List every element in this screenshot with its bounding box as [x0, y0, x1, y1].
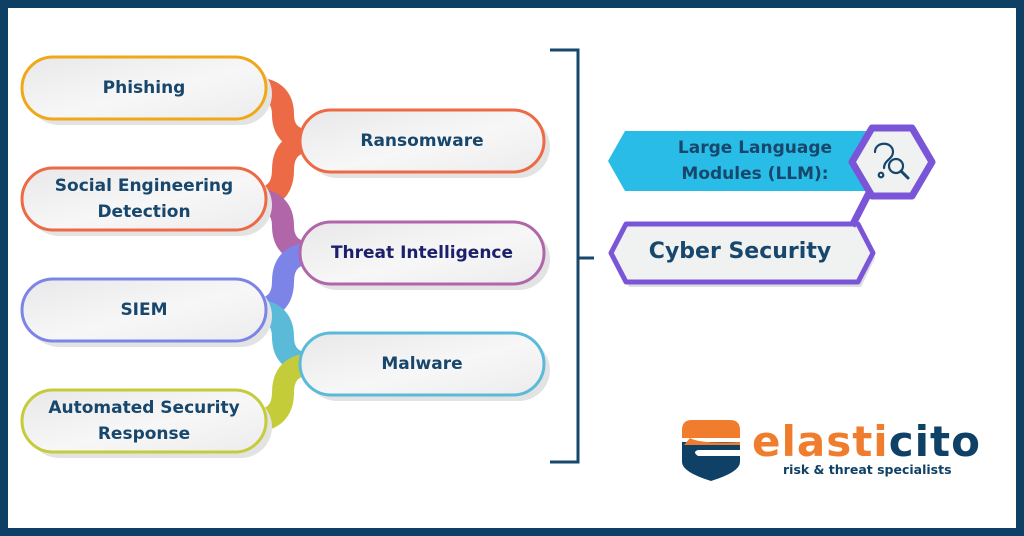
llm-banner: [608, 131, 890, 191]
topic-item-label: Social Engineering Detection: [54, 176, 234, 222]
question-search-icon: [873, 142, 910, 180]
topic-item-label: SIEM: [120, 300, 168, 320]
brand-name-part-1: elasti: [752, 417, 889, 466]
topic-item-label: Automated Security Response: [48, 398, 240, 444]
pill-shape: [20, 388, 268, 454]
pill-shapes: [20, 55, 550, 458]
topic-item-label: Phishing: [102, 78, 186, 98]
topic-item-label: Ransomware: [360, 131, 484, 151]
cyber-security-box: [608, 221, 876, 285]
logo-shield-icon: [682, 420, 740, 481]
icon-hexagon: [848, 124, 936, 200]
brand-tagline: risk & threat specialists: [783, 462, 952, 477]
topic-item-label: Threat Intelligence: [330, 243, 514, 263]
pill-shape: [298, 220, 546, 286]
pill-shape: [20, 55, 268, 121]
pill-shape: [298, 331, 546, 397]
topic-subtitle: Cyber Security: [648, 238, 832, 264]
brand-logo-wordmark: elasticito: [752, 418, 981, 466]
topic-title: Large Language Modules (LLM):: [677, 138, 833, 184]
topic-item-label: Malware: [381, 354, 463, 374]
pill-shape: [20, 277, 268, 343]
brand-name-part-2: cito: [888, 417, 981, 466]
pill-shape: [20, 166, 268, 232]
pill-shape: [298, 108, 546, 174]
grouping-bracket: [550, 48, 594, 464]
